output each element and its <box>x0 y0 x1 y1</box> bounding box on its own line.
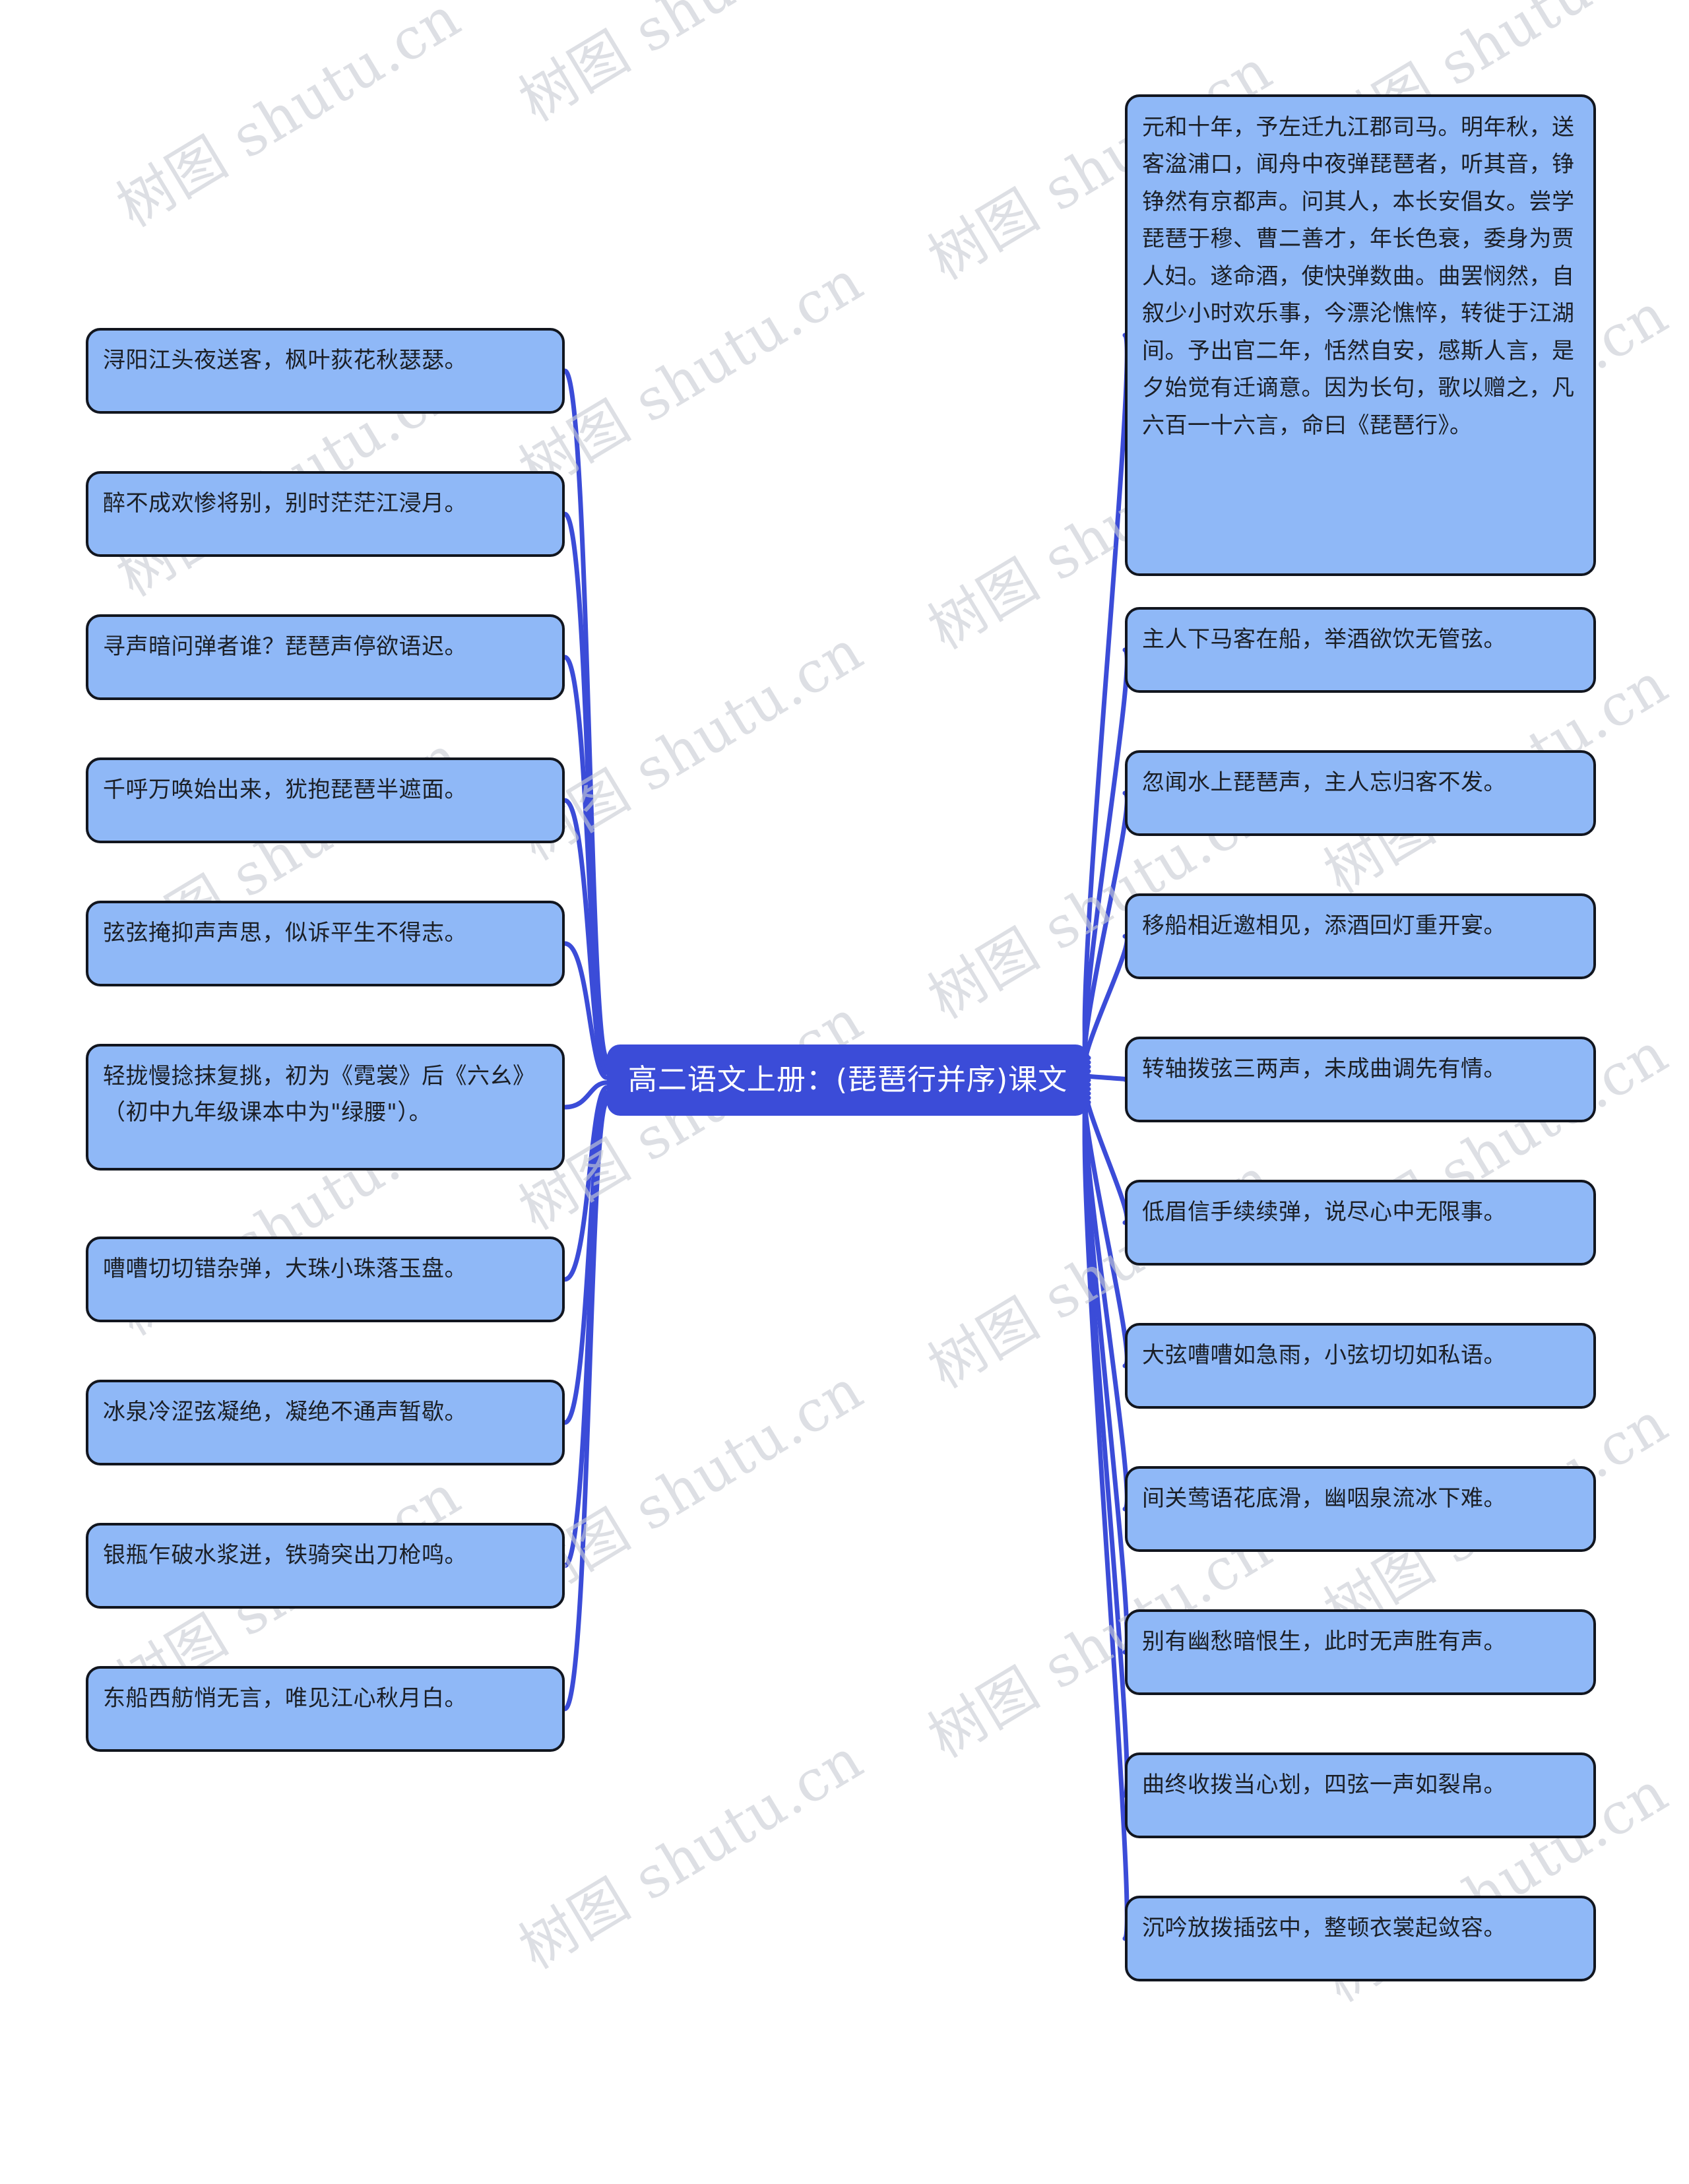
connector <box>1082 934 1130 1074</box>
right-node-9-label: 别有幽愁暗恨生，此时无声胜有声。 <box>1142 1628 1506 1655</box>
connector <box>1082 647 1130 1065</box>
connector <box>1082 790 1130 1070</box>
connector <box>1082 333 1130 1060</box>
connector <box>1082 1086 1130 1512</box>
right-node-1-label: 元和十年，予左迁九江郡司马。明年秋，送客湓浦口，闻舟中夜弹琵琶者，听其音，铮铮然… <box>1142 114 1575 439</box>
right-node-7[interactable]: 大弦嘈嘈如急雨，小弦切切如私语。 <box>1125 1323 1596 1409</box>
right-node-8[interactable]: 间关莺语花底滑，幽咽泉流冰下难。 <box>1125 1466 1596 1552</box>
connector <box>562 655 610 1070</box>
left-node-4-label: 千呼万唤始出来，犹抱琵琶半遮面。 <box>103 777 467 803</box>
right-node-5[interactable]: 转轴拨弦三两声，未成曲调先有情。 <box>1125 1037 1596 1122</box>
watermark-tile: 树图 shutu.cn <box>508 0 874 135</box>
right-node-6-label: 低眉信手续续弹，说尽心中无限事。 <box>1142 1199 1506 1225</box>
right-node-1[interactable]: 元和十年，予左迁九江郡司马。明年秋，送客湓浦口，闻舟中夜弹琵琶者，听其音，铮铮然… <box>1125 94 1596 576</box>
connector <box>562 511 610 1066</box>
watermark-tile: 树图 shutu.cn <box>508 1726 874 1982</box>
right-node-8-label: 间关莺语花底滑，幽咽泉流冰下难。 <box>1142 1485 1506 1512</box>
connector <box>562 798 610 1076</box>
connector <box>1082 1077 1130 1225</box>
left-node-6[interactable]: 轻拢慢捻抹复挑，初为《霓裳》后《六幺》（初中九年级课本中为"绿腰"）。 <box>86 1044 565 1171</box>
left-node-7-label: 嘈嘈切切错杂弹，大珠小珠落玉盘。 <box>103 1256 467 1282</box>
left-node-9-label: 银瓶乍破水浆迸，铁骑突出刀枪鸣。 <box>103 1542 467 1568</box>
left-node-4[interactable]: 千呼万唤始出来，犹抱琵琶半遮面。 <box>86 757 565 843</box>
right-node-2-label: 主人下马客在船，举酒欲饮无管弦。 <box>1142 626 1506 653</box>
right-node-6[interactable]: 低眉信手续续弹，说尽心中无限事。 <box>1125 1180 1596 1266</box>
connector <box>562 1085 610 1282</box>
right-node-4[interactable]: 移船相近邀相见，添酒回灯重开宴。 <box>1125 893 1596 979</box>
connector <box>562 1080 610 1110</box>
connector <box>1082 1095 1130 1798</box>
left-node-1[interactable]: 浔阳江头夜送客，枫叶荻花秋瑟瑟。 <box>86 328 565 414</box>
watermark-tile: 树图 shutu.cn <box>106 0 472 240</box>
connector <box>1082 1082 1130 1368</box>
left-node-7[interactable]: 嘈嘈切切错杂弹，大珠小珠落玉盘。 <box>86 1237 565 1322</box>
left-node-8[interactable]: 冰泉冷涩弦凝绝，凝绝不通声暂歇。 <box>86 1380 565 1465</box>
root-node-label: 高二语文上册：(琵琶行并序)课文 <box>627 1062 1068 1097</box>
right-node-7-label: 大弦嘈嘈如急雨，小弦切切如私语。 <box>1142 1342 1506 1368</box>
left-node-1-label: 浔阳江头夜送客，枫叶荻花秋瑟瑟。 <box>103 347 467 373</box>
left-node-2[interactable]: 醉不成欢惨将别，别时茫茫江浸月。 <box>86 471 565 557</box>
left-node-8-label: 冰泉冷涩弦凝绝，凝绝不通声暂歇。 <box>103 1399 467 1425</box>
right-node-11[interactable]: 沉吟放拨插弦中，整顿衣裳起敛容。 <box>1125 1896 1596 1981</box>
right-node-9[interactable]: 别有幽愁暗恨生，此时无声胜有声。 <box>1125 1609 1596 1695</box>
right-node-2[interactable]: 主人下马客在船，举酒欲饮无管弦。 <box>1125 607 1596 693</box>
root-node[interactable]: 高二语文上册：(琵琶行并序)课文 <box>607 1044 1089 1116</box>
connector <box>562 1090 610 1425</box>
connector <box>562 1099 610 1712</box>
left-node-10[interactable]: 东船西舫悄无言，唯见江心秋月白。 <box>86 1666 565 1752</box>
left-node-3[interactable]: 寻声暗问弹者谁？琵琶声停欲语迟。 <box>86 614 565 700</box>
connector <box>562 1095 610 1568</box>
connector <box>562 941 610 1080</box>
left-node-5-label: 弦弦掩抑声声思，似诉平生不得志。 <box>103 920 467 946</box>
right-node-3-label: 忽闻水上琵琶声，主人忘归客不发。 <box>1142 769 1506 796</box>
right-node-10[interactable]: 曲终收拨当心划，四弦一声如裂帛。 <box>1125 1752 1596 1838</box>
connector <box>562 368 610 1061</box>
connector <box>1082 1091 1130 1655</box>
left-node-3-label: 寻声暗问弹者谁？琵琶声停欲语迟。 <box>103 633 467 660</box>
right-node-11-label: 沉吟放拨插弦中，整顿衣裳起敛容。 <box>1142 1915 1506 1941</box>
right-node-5-label: 转轴拨弦三两声，未成曲调先有情。 <box>1142 1056 1506 1082</box>
right-node-10-label: 曲终收拨当心划，四弦一声如裂帛。 <box>1142 1772 1506 1798</box>
left-node-6-label: 轻拢慢捻抹复挑，初为《霓裳》后《六幺》（初中九年级课本中为"绿腰"）。 <box>103 1063 536 1126</box>
connector <box>1082 1100 1130 1941</box>
left-node-5[interactable]: 弦弦掩抑声声思，似诉平生不得志。 <box>86 901 565 986</box>
right-node-4-label: 移船相近邀相见，添酒回灯重开宴。 <box>1142 913 1506 939</box>
connector <box>1082 1073 1130 1082</box>
left-node-9[interactable]: 银瓶乍破水浆迸，铁骑突出刀枪鸣。 <box>86 1523 565 1609</box>
left-node-2-label: 醉不成欢惨将别，别时茫茫江浸月。 <box>103 490 467 517</box>
left-node-10-label: 东船西舫悄无言，唯见江心秋月白。 <box>103 1685 467 1712</box>
right-node-3[interactable]: 忽闻水上琵琶声，主人忘归客不发。 <box>1125 750 1596 836</box>
